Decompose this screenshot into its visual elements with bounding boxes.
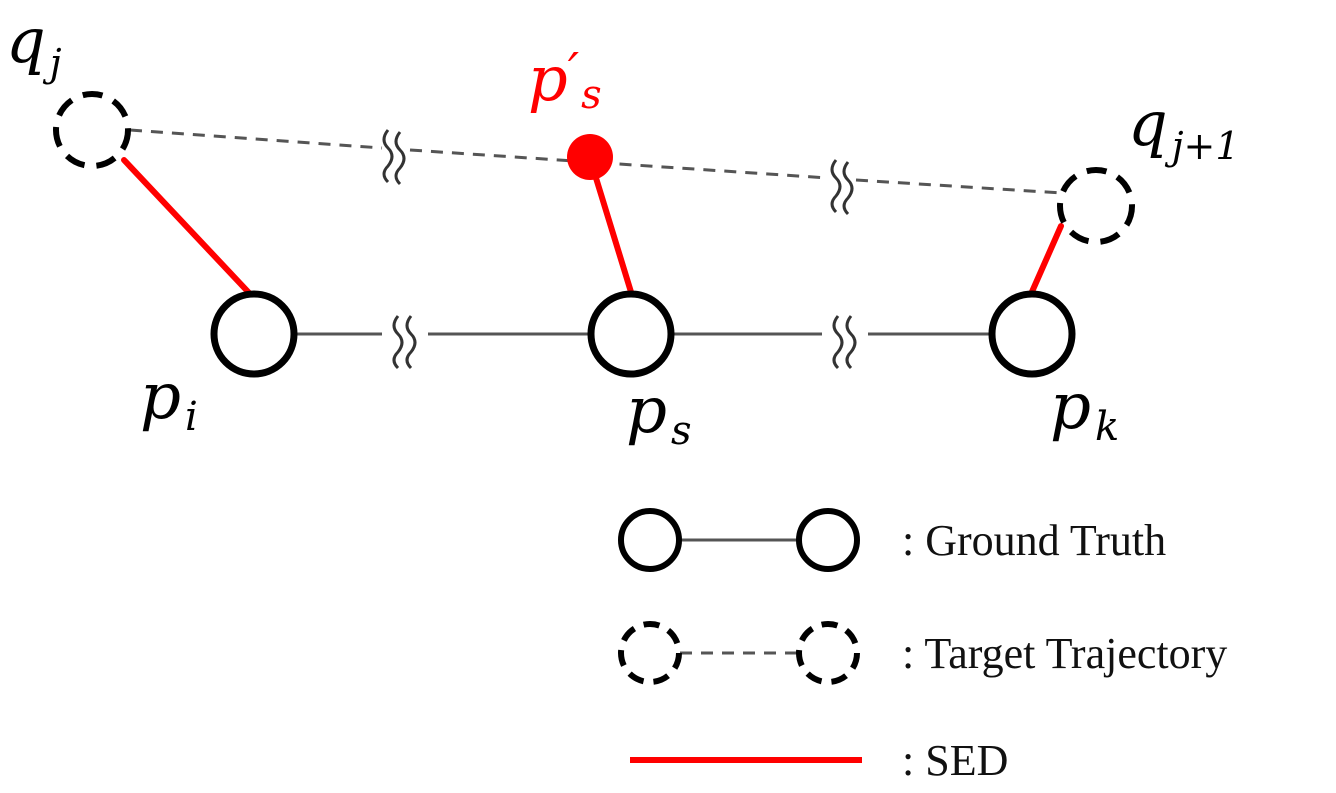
legend-target-circle-right [796,621,860,685]
sed-lines [121,157,1064,299]
legend: : Ground Truth : Target Trajectory : SED [618,508,1227,785]
break-mark [394,131,406,186]
target-trajectory-line [129,128,1063,195]
ground-point-pi [210,290,298,378]
sed-line-psprime-ps [593,175,634,295]
legend-target-trajectory-label: : Target Trajectory [902,629,1227,678]
legend-ground-circle-left [618,508,682,572]
target-segment-1 [129,128,383,150]
ground-point-pk [988,290,1076,378]
label-ps-prime: p′s [528,42,602,118]
legend-ground-truth-label: : Ground Truth [902,516,1166,565]
legend-target-trajectory: : Target Trajectory [618,621,1227,685]
sed-line-qj1-pk [1028,223,1064,297]
break-mark [842,161,854,216]
legend-target-circle-left [618,621,682,685]
legend-ground-truth: : Ground Truth [618,508,1166,572]
legend-sed-label: : SED [902,736,1008,785]
break-mark [382,129,394,184]
break-mark [392,315,404,370]
target-break-marks [382,129,854,216]
break-mark [845,315,857,370]
target-point-qj1 [1057,167,1135,245]
break-mark [830,159,842,214]
sed-line-qj-pi [121,157,255,299]
break-mark [405,315,417,370]
legend-sed: : SED [630,736,1008,785]
ground-break-marks [392,315,857,370]
break-mark [832,315,844,370]
target-segment-3 [855,178,1063,195]
legend-ground-circle-right [796,508,860,572]
synchronized-point-ps-prime [567,134,613,180]
target-segment-2 [409,148,829,180]
target-point-qj [53,91,131,169]
ground-point-ps [587,290,675,378]
